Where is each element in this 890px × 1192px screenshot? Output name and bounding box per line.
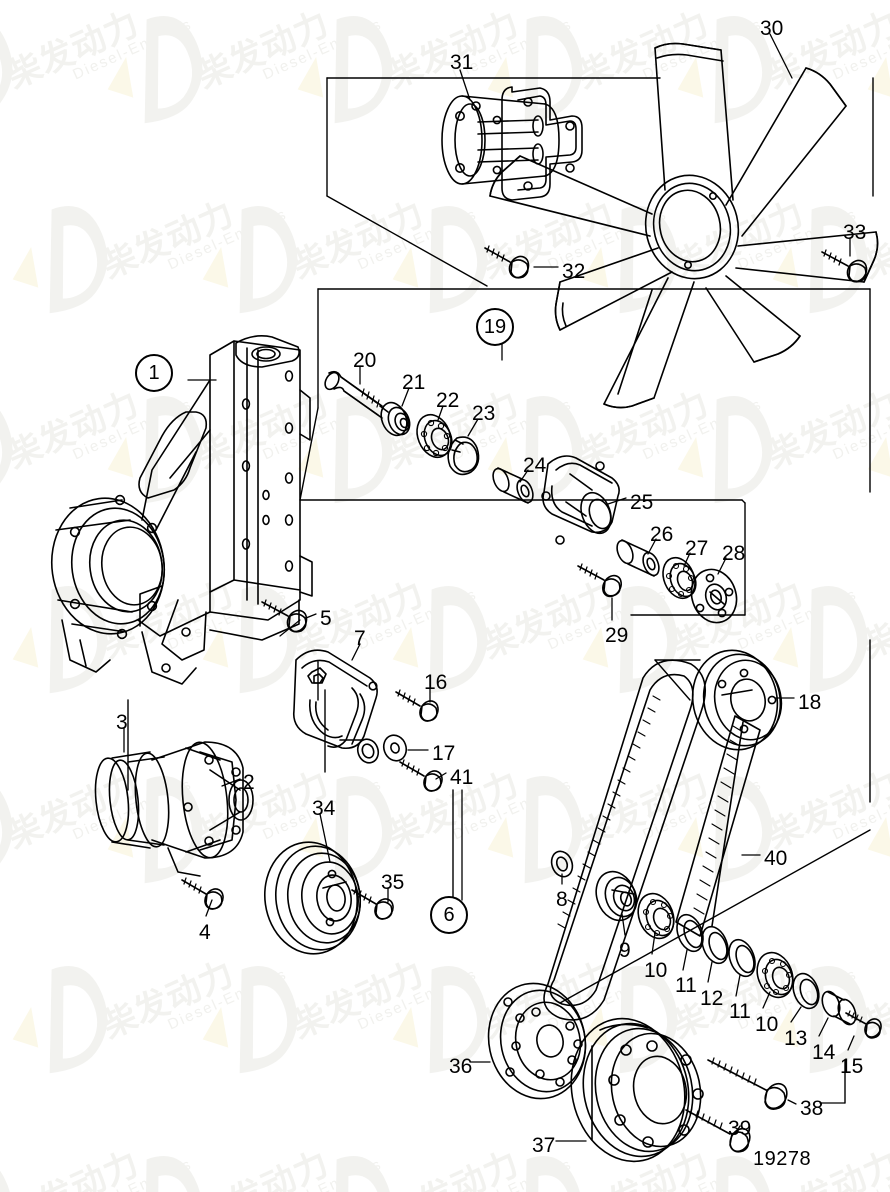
callout-20: 20 <box>353 349 377 372</box>
callout-16: 16 <box>424 671 448 694</box>
callout-30: 30 <box>760 17 784 40</box>
callout-32: 32 <box>562 260 586 283</box>
callout-12: 12 <box>700 987 724 1010</box>
callout-29: 29 <box>605 624 629 647</box>
bolt-part-38 <box>707 1057 788 1110</box>
callout-37: 37 <box>532 1134 556 1157</box>
callout-1: 1 <box>135 354 173 392</box>
callout-36: 36 <box>449 1055 473 1078</box>
callout-39: 39 <box>728 1117 752 1140</box>
flange-part-28 <box>690 568 738 624</box>
callout-24: 24 <box>523 454 547 477</box>
callout-21: 21 <box>402 371 426 394</box>
snap-ring-part-23 <box>447 436 480 476</box>
bolt-part-39 <box>685 1107 751 1153</box>
callout-33: 33 <box>843 221 867 244</box>
callout-23: 23 <box>472 402 496 425</box>
callout-6: 6 <box>430 896 468 934</box>
callout-5: 5 <box>320 607 332 630</box>
callout-19: 19 <box>476 308 514 346</box>
part-9 <box>595 870 638 922</box>
callout-28: 28 <box>722 542 746 565</box>
part-11 <box>676 913 704 953</box>
callout-13: 13 <box>784 1027 808 1050</box>
callout-34: 34 <box>312 797 336 820</box>
bolt-part-35 <box>351 887 394 920</box>
callout-41: 41 <box>450 766 474 789</box>
tensioner-bracket-part-7 <box>292 649 380 764</box>
callout-2: 2 <box>243 771 255 794</box>
callout-18: 18 <box>798 691 822 714</box>
part-11b <box>728 938 756 978</box>
idler-pulley-part-18 <box>691 649 783 751</box>
callout-25: 25 <box>630 491 654 514</box>
part-10 <box>637 892 675 940</box>
callout-11b: 11 <box>729 1000 751 1023</box>
callout-17: 17 <box>432 742 456 765</box>
bolt-part-41 <box>399 759 443 792</box>
callout-22: 22 <box>436 389 460 412</box>
part-12 <box>701 925 729 965</box>
callout-4: 4 <box>199 921 211 944</box>
bearing-part-27 <box>662 556 697 600</box>
callout-35: 35 <box>381 871 405 894</box>
callout-10b: 10 <box>755 1013 779 1036</box>
bolt-part-32 <box>484 245 530 279</box>
callout-3: 3 <box>116 711 128 734</box>
callout-7: 7 <box>354 627 366 650</box>
washer-part-17 <box>382 734 408 762</box>
bearing-part-22 <box>416 413 453 459</box>
callout-14: 14 <box>812 1041 836 1064</box>
callout-40: 40 <box>764 847 788 870</box>
callout-9: 9 <box>619 939 631 962</box>
callout-27: 27 <box>685 537 709 560</box>
callout-38: 38 <box>800 1097 824 1120</box>
callout-10: 10 <box>644 959 668 982</box>
spacer-part-26 <box>616 539 660 577</box>
callout-8: 8 <box>556 888 568 911</box>
callout-26: 26 <box>650 523 674 546</box>
callout-11: 11 <box>675 974 697 997</box>
callout-15: 15 <box>840 1055 864 1078</box>
part-10b <box>756 951 794 999</box>
bolt-part-16 <box>395 689 439 722</box>
bolt-part-29 <box>577 563 622 598</box>
callout-31: 31 <box>450 51 474 74</box>
